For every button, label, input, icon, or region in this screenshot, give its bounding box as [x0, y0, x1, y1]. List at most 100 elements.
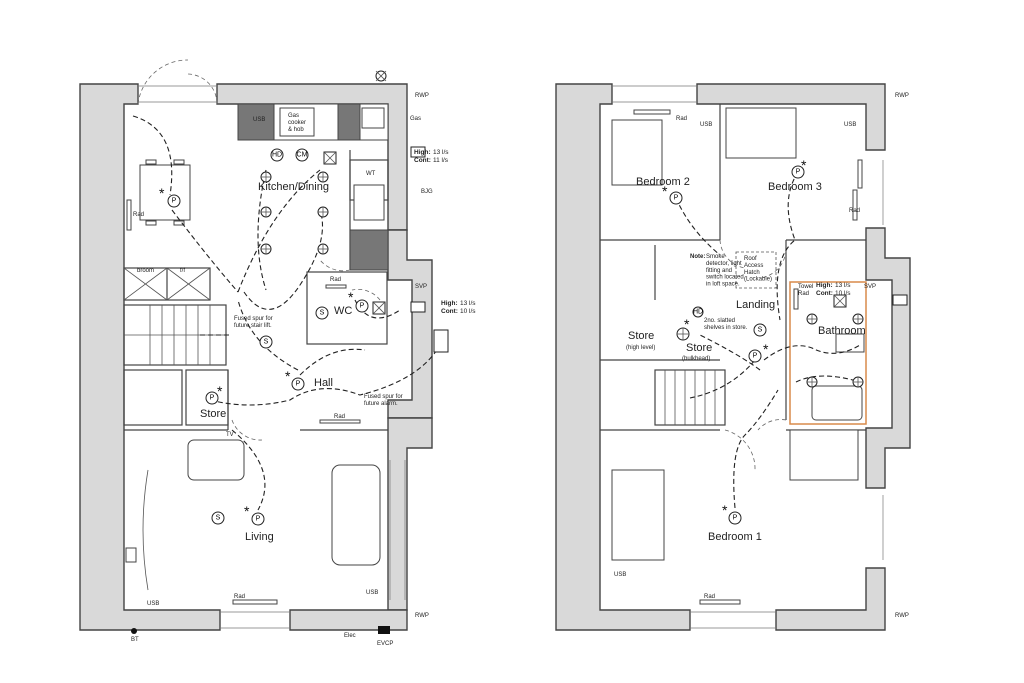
- label-bjg: BJG: [421, 189, 433, 195]
- dining-table: [139, 164, 191, 221]
- first-wall-left: [555, 83, 691, 631]
- label-svp-ground: SVP: [415, 284, 427, 290]
- label-usb-living: USB: [366, 590, 378, 596]
- label-tv: TV: [226, 432, 234, 438]
- label-broom: broom: [137, 268, 154, 274]
- svg-text:*: *: [684, 316, 690, 332]
- room-label-kitchen: Kitchen/Dining: [258, 181, 329, 193]
- bed-1: [611, 469, 665, 561]
- svg-text:CM: CM: [297, 152, 308, 159]
- label-gas: Gas: [410, 116, 421, 122]
- pendant-light-kitchen: P: [167, 194, 181, 208]
- svg-text:P: P: [674, 195, 679, 202]
- label-usb-bed1: USB: [614, 572, 626, 578]
- evcp-box: [378, 626, 390, 634]
- svg-text:13 l/s: 13 l/s: [835, 282, 851, 289]
- label-wt: WT: [366, 171, 376, 177]
- co-detector: CM: [295, 148, 309, 162]
- label-evcp: EVCP: [377, 641, 393, 647]
- sofa: [331, 464, 381, 566]
- svg-text:*: *: [159, 185, 165, 201]
- label-usb-kitchen: USB: [253, 117, 265, 123]
- consumer-unit: [433, 329, 449, 353]
- pendant-light-bed3: P: [791, 165, 805, 179]
- svg-text:*: *: [722, 502, 728, 518]
- pendant-light-hall: P: [291, 377, 305, 391]
- tv-unit: [125, 547, 137, 563]
- armchair: [187, 439, 245, 481]
- pendant-light-wc: P: [355, 299, 369, 313]
- svg-text:P: P: [753, 353, 758, 360]
- spotlights-bathroom: [806, 313, 864, 388]
- svg-text:P: P: [360, 303, 365, 310]
- spotlights-kitchen: [260, 171, 329, 255]
- svg-text:HD: HD: [693, 309, 703, 316]
- bed-3: [725, 107, 797, 159]
- svg-text:11 l/s: 11 l/s: [433, 157, 449, 164]
- room-sub-store-bulkhead: (bulkhead): [682, 356, 710, 362]
- first-wall-top: [696, 83, 886, 151]
- pendant-light-store: P: [205, 391, 219, 405]
- svg-text:Cont:: Cont:: [414, 157, 431, 164]
- svg-text:13 l/s: 13 l/s: [433, 149, 449, 156]
- svg-text:S: S: [758, 327, 763, 334]
- smoke-detector-wc: S: [315, 306, 329, 320]
- svg-text:Cont:: Cont:: [441, 308, 458, 315]
- label-usb-bed2: USB: [700, 122, 712, 128]
- wardrobe: [789, 429, 859, 481]
- label-rad-wc: Rad: [330, 277, 341, 283]
- label-svp-first: SVP: [864, 284, 876, 290]
- ground-wall-right-bay: [387, 229, 433, 419]
- svg-text:*: *: [348, 289, 354, 305]
- first-floor-plan: P * P * P * S HD * P *: [555, 83, 911, 631]
- pendant-light-living: P: [251, 512, 265, 526]
- label-ff: f/f: [180, 268, 185, 274]
- vent-rate-kitchen: High: 13 l/s Cont: 11 l/s: [414, 149, 449, 164]
- ground-wall-left: [79, 83, 221, 631]
- pendant-light-bed1: P: [728, 511, 742, 525]
- label-rwp-top: RWP: [415, 93, 429, 99]
- bathroom-outline: [789, 281, 867, 425]
- label-rwp-bottom-first: RWP: [895, 613, 909, 619]
- smoke-detector-living: S: [211, 511, 225, 525]
- label-rad-hall: Rad: [334, 414, 345, 420]
- smoke-detector-hall: S: [259, 335, 273, 349]
- wc-room: [306, 271, 388, 345]
- label-usb-tv: USB: [147, 601, 159, 607]
- svg-text:P: P: [296, 381, 301, 388]
- light-store-bulkhead: [676, 327, 690, 341]
- svg-text:P: P: [210, 395, 215, 402]
- svg-text:*: *: [763, 341, 769, 357]
- room-label-store-bulkhead: Store: [686, 342, 712, 354]
- ground-wall-bottom: [289, 609, 408, 631]
- svg-text:P: P: [172, 198, 177, 205]
- bt-point: [131, 628, 137, 634]
- svg-text:*: *: [244, 503, 250, 519]
- svp-vent-bathroom: [892, 294, 908, 306]
- svg-text:S: S: [264, 339, 269, 346]
- room-label-living: Living: [245, 531, 274, 543]
- svg-text:P: P: [733, 515, 738, 522]
- first-stairs: [654, 369, 726, 426]
- room-label-hall: Hall: [314, 377, 333, 389]
- svg-text:High:: High:: [414, 149, 431, 156]
- svg-text:S: S: [216, 515, 221, 522]
- svg-text:S: S: [320, 310, 325, 317]
- bath-tub: [811, 385, 863, 421]
- svg-text:*: *: [801, 157, 807, 173]
- heat-detector-store: HD: [692, 306, 704, 318]
- label-rad-bed3: Rad: [849, 208, 860, 214]
- svg-text:*: *: [285, 368, 291, 384]
- pendant-light-landing: P: [748, 349, 762, 363]
- label-rad-bed1: Rad: [704, 594, 715, 600]
- room-label-bed1: Bedroom 1: [708, 531, 762, 543]
- label-bt: BT: [131, 637, 139, 643]
- label-rad-kitchen: Rad: [133, 212, 144, 218]
